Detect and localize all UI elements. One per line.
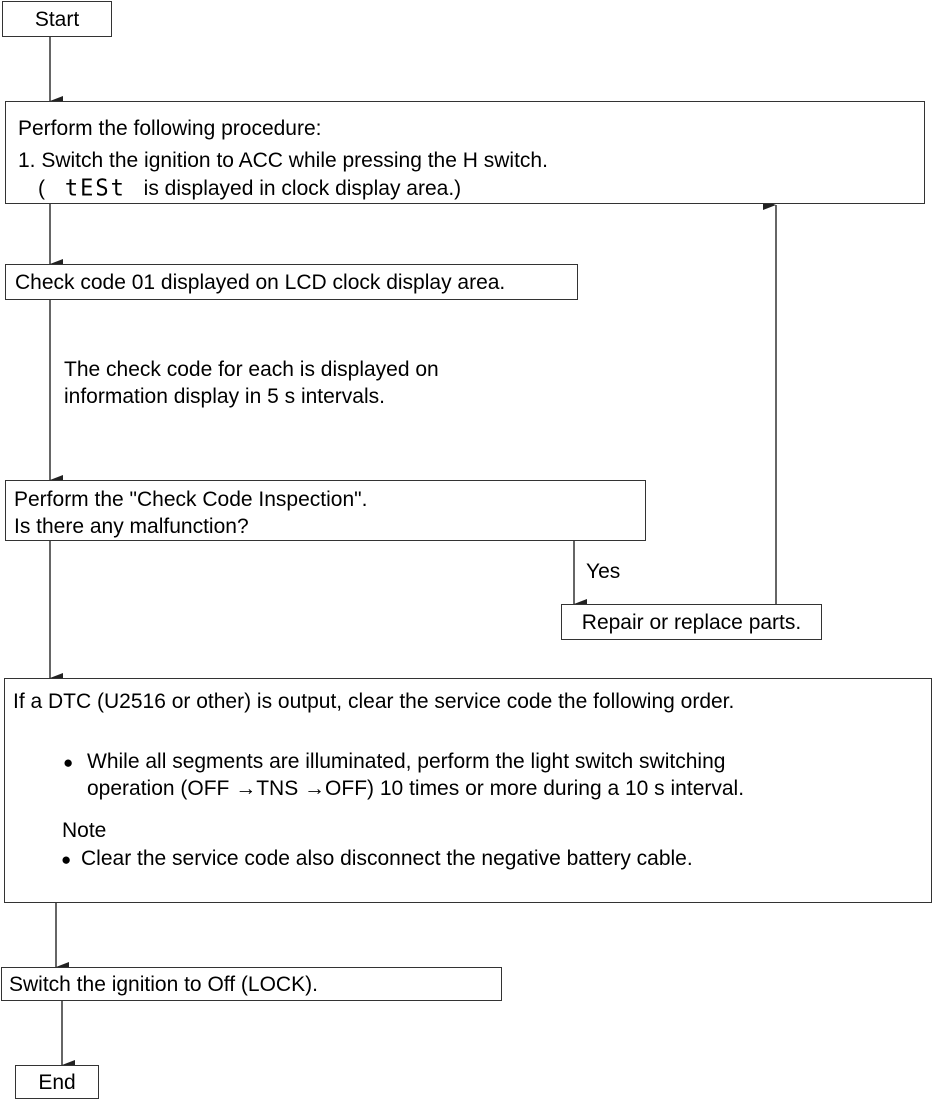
paren-open: (: [38, 177, 45, 200]
note-text: Clear the service code also disconnect t…: [81, 847, 693, 870]
bullet-1-line2: operation (OFF →TNS →OFF) 10 times or mo…: [87, 777, 745, 800]
start-node: Start: [2, 1, 112, 37]
end-label: End: [38, 1071, 76, 1094]
clear-code-intro: If a DTC (U2516 or other) is output, cle…: [13, 690, 735, 713]
repair-box: Repair or replace parts.: [561, 604, 822, 640]
lcd-display-note: is displayed in clock display area.): [143, 177, 462, 200]
procedure-box: Perform the following procedure: 1. Swit…: [5, 101, 925, 204]
yes-label: Yes: [586, 560, 621, 583]
interval-annotation-line1: The check code for each is displayed on: [64, 358, 439, 381]
bullet-1-line1: While all segments are illuminated, perf…: [87, 750, 726, 773]
procedure-step-1-note: ( tESt is displayed in clock display are…: [38, 175, 461, 202]
end-node: End: [15, 1065, 99, 1099]
repair-text: Repair or replace parts.: [581, 611, 802, 634]
lcd-test-display: tESt: [64, 175, 126, 202]
procedure-step-1: 1. Switch the ignition to ACC while pres…: [18, 149, 548, 172]
switch-off-box: Switch the ignition to Off (LOCK).: [1, 967, 502, 1001]
switch-off-text: Switch the ignition to Off (LOCK).: [9, 973, 318, 996]
interval-annotation-line2: information display in 5 s intervals.: [64, 385, 385, 408]
bullet-1-dot: ●: [63, 753, 74, 772]
decision-line-1: Perform the "Check Code Inspection".: [14, 488, 368, 511]
check-code-text: Check code 01 displayed on LCD clock dis…: [15, 271, 506, 294]
check-code-box: Check code 01 displayed on LCD clock dis…: [5, 264, 578, 300]
note-bullet-dot: ●: [61, 850, 72, 869]
inspection-decision-box: Perform the "Check Code Inspection". Is …: [5, 480, 646, 541]
start-label: Start: [34, 8, 80, 31]
clear-code-box: If a DTC (U2516 or other) is output, cle…: [4, 678, 932, 903]
decision-line-2: Is there any malfunction?: [14, 515, 249, 538]
procedure-title: Perform the following procedure:: [18, 117, 322, 140]
note-label: Note: [62, 819, 107, 842]
